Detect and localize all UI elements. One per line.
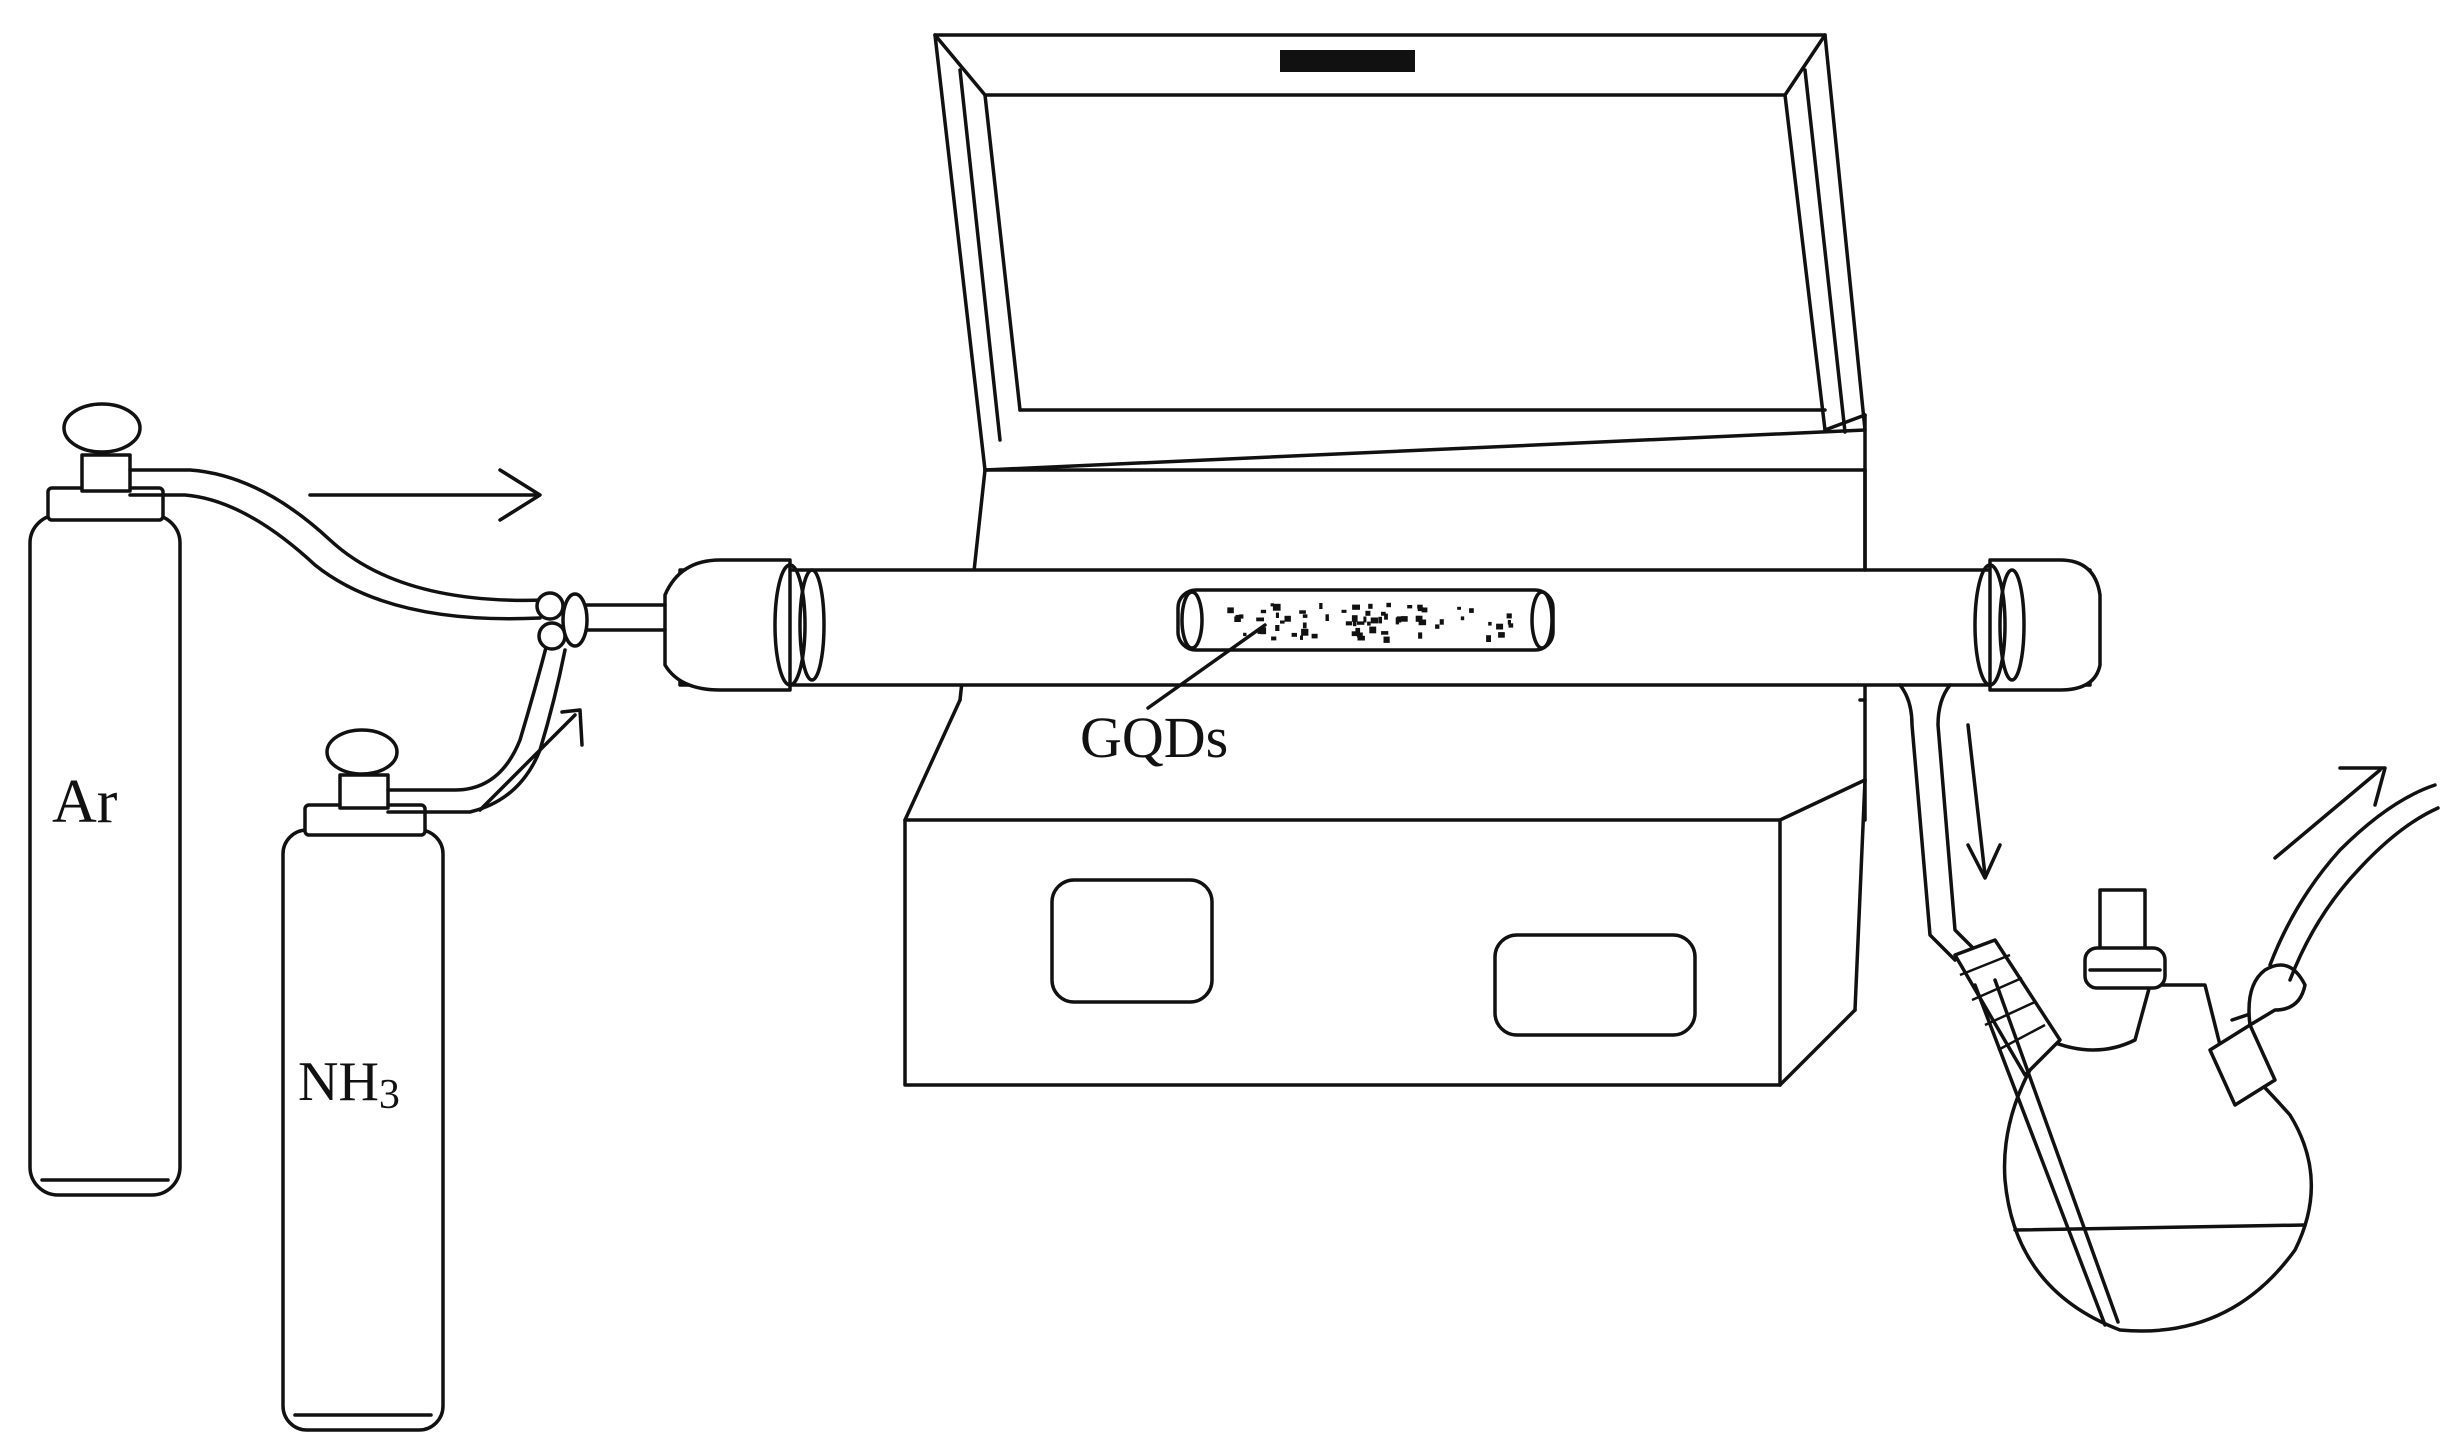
gqds-particle [1260, 609, 1267, 614]
gqds-particle [1351, 615, 1358, 622]
gqds-particle [1260, 627, 1267, 635]
gqds-particle [1383, 636, 1390, 643]
gqds-particle [1368, 603, 1373, 609]
outlet-tube [1898, 683, 1977, 962]
gqds-particle [1227, 607, 1234, 614]
gqds-pointer-line [1146, 623, 1267, 710]
gqds-particle [1356, 632, 1363, 638]
ammonia-valve-knob [325, 728, 399, 776]
gqds-particle [1275, 612, 1279, 618]
flow-arrow-argon [308, 468, 542, 522]
gqds-particle [1486, 635, 1491, 642]
gqds-particle [1239, 614, 1244, 619]
gqds-particle [1395, 617, 1400, 625]
furnace-base [903, 778, 1867, 1087]
gqds-particle [1325, 614, 1329, 621]
gqds-particle [1284, 615, 1291, 622]
gqds-particle [1319, 603, 1323, 609]
gqds-particle [1384, 613, 1388, 620]
gqds-particle [1370, 617, 1379, 624]
ammonia-label: NH3 [298, 1051, 400, 1118]
gqds-particle [1356, 621, 1365, 625]
gqds-particle [1381, 631, 1389, 635]
gqds-particle [1352, 604, 1360, 610]
gqds-particle [1301, 628, 1309, 636]
gqds-particle [1341, 609, 1347, 613]
quartz-tube [578, 468, 2102, 692]
gqds-particle [1417, 607, 1425, 612]
lid-handle [1280, 50, 1415, 72]
control-panel-right [1493, 933, 1697, 1037]
flow-arrow-outlet [1966, 723, 2002, 880]
gqds-particle [1243, 632, 1247, 637]
gqds-particle [1275, 625, 1280, 631]
gqds-particle [1488, 621, 1492, 626]
exhaust-tube [2268, 783, 2440, 982]
furnace-lid [933, 33, 1867, 472]
flow-arrow-ammonia [478, 708, 584, 812]
gqds-particle [1496, 623, 1504, 630]
gqds-particle [1351, 631, 1357, 637]
gqds-particle [1435, 624, 1440, 629]
gqds-particle [1439, 619, 1444, 625]
gqds-particle [1256, 617, 1264, 622]
gqds-particle [1421, 607, 1428, 613]
gqds-particle [1369, 626, 1377, 634]
gqds-particle [1271, 636, 1277, 641]
gqds-particle [1357, 635, 1365, 641]
gqds-particle [1235, 614, 1241, 622]
gqds-particle [1469, 608, 1474, 613]
gqds-particle [1417, 604, 1423, 609]
gqds-particles [1227, 602, 1514, 643]
gqds-particle [1415, 615, 1423, 622]
ammonia-gas-line [386, 638, 567, 814]
gqds-particle [1506, 613, 1512, 619]
gqds-particle [1457, 606, 1461, 610]
gqds-particle [1291, 632, 1297, 637]
gqds-particle [1418, 632, 1423, 639]
gqds-particle [1302, 614, 1308, 618]
gqds-particle [1272, 603, 1281, 611]
gqds-particle [1400, 616, 1408, 622]
gqds-particle [1353, 619, 1357, 627]
tube-furnace [903, 33, 1867, 1087]
gqds-particle [1367, 621, 1371, 626]
gqds-particle [1381, 611, 1386, 616]
gqds-particle [1418, 619, 1427, 626]
gqds-label: GQDs [1080, 705, 1228, 770]
argon-cylinder [28, 402, 182, 1197]
gqds-particle [1302, 622, 1307, 629]
gas-mixing-valve [535, 591, 589, 651]
gqds-particle [1498, 632, 1505, 638]
control-panel-left [1050, 878, 1214, 1004]
gqds-particle [1311, 633, 1318, 639]
gqds-particle [1345, 621, 1353, 626]
gqds-particle [1365, 610, 1371, 616]
argon-valve-knob [62, 402, 142, 454]
gqds-particle [1508, 623, 1514, 628]
flow-arrow-exhaust [2273, 766, 2387, 860]
gqds-particle [1407, 605, 1413, 609]
argon-gas-line [128, 468, 547, 621]
gqds-particle [1363, 616, 1367, 623]
gqds-particle [1355, 627, 1361, 635]
three-neck-flask [1953, 888, 2314, 1333]
gqds-particle [1270, 603, 1274, 607]
gqds-particle [1378, 616, 1382, 624]
gqds-particle [1300, 635, 1303, 640]
gqds-particle [1299, 610, 1306, 614]
gqds-particle [1460, 616, 1465, 621]
sample-boat [1146, 588, 1555, 710]
argon-label: Ar [52, 768, 118, 836]
gqds-particle [1280, 620, 1285, 624]
gqds-particle [1386, 602, 1391, 608]
gqds-particle [1507, 620, 1511, 625]
